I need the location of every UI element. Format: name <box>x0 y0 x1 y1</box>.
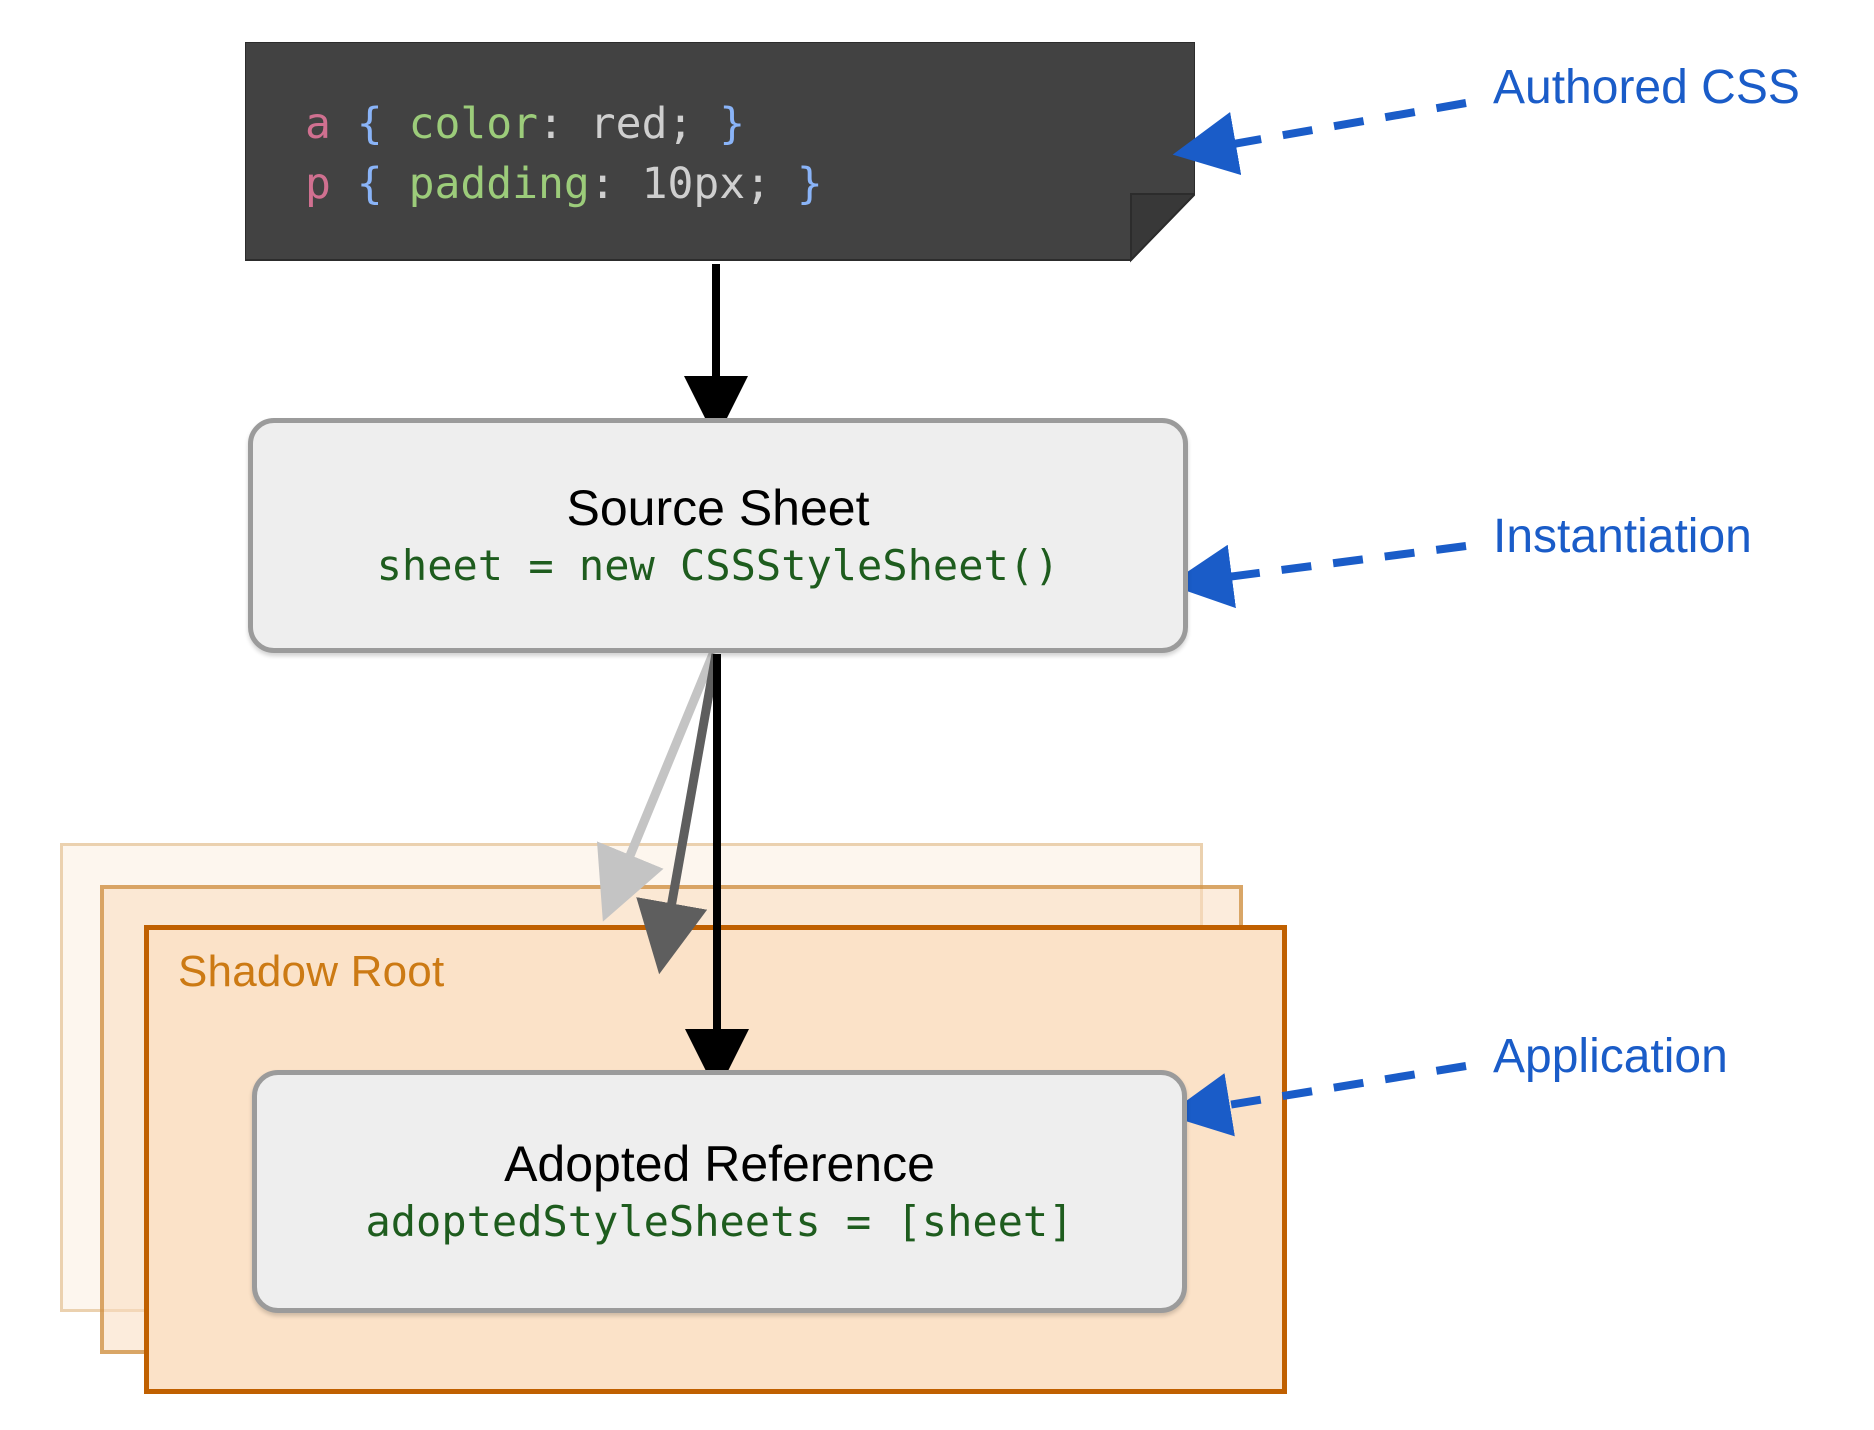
source-sheet-title: Source Sheet <box>566 480 870 537</box>
leader-instantiation <box>1168 542 1467 609</box>
arrow-sheet-to-layer-middle <box>636 653 721 975</box>
annotation-authored-css: Authored CSS <box>1493 61 1800 114</box>
css-semicolon: ; <box>667 99 694 149</box>
annotation-instantiation: Instantiation <box>1493 510 1752 563</box>
css-selector: p <box>305 159 331 209</box>
css-property: padding <box>408 159 590 209</box>
css-property: color <box>408 99 539 149</box>
adopted-reference-title: Adopted Reference <box>504 1136 935 1193</box>
shadow-root-label: Shadow Root <box>178 947 445 996</box>
css-semicolon: ; <box>745 159 772 209</box>
source-sheet-node[interactable]: Source Sheet sheet = new CSSStyleSheet() <box>248 418 1188 653</box>
leader-application <box>1166 1062 1467 1137</box>
css-close-brace: } <box>796 159 823 209</box>
css-selector: a <box>305 99 331 149</box>
arrow-sheet-to-layer-back <box>596 652 718 922</box>
authored-css-source: a { color: red; } p { padding: 10px; } <box>244 41 1198 264</box>
adopted-reference-node[interactable]: Adopted Reference adoptedStyleSheets = [… <box>252 1070 1187 1313</box>
leader-authored-css <box>1172 99 1467 176</box>
css-colon: : <box>589 159 616 209</box>
source-sheet-code: sheet = new CSSStyleSheet() <box>376 540 1060 590</box>
code-line-2: p { padding: 10px; } <box>305 154 823 214</box>
css-open-brace: { <box>356 99 383 149</box>
adopted-reference-code: adoptedStyleSheets = [sheet] <box>365 1196 1074 1246</box>
code-block-shape <box>244 41 1198 263</box>
css-close-brace: } <box>719 99 746 149</box>
css-value: 10px <box>641 159 746 209</box>
annotation-application: Application <box>1493 1030 1728 1083</box>
css-colon: : <box>538 99 564 149</box>
code-line-1: a { color: red; } <box>305 94 745 154</box>
css-value: red <box>589 99 668 149</box>
css-open-brace: { <box>356 159 383 209</box>
